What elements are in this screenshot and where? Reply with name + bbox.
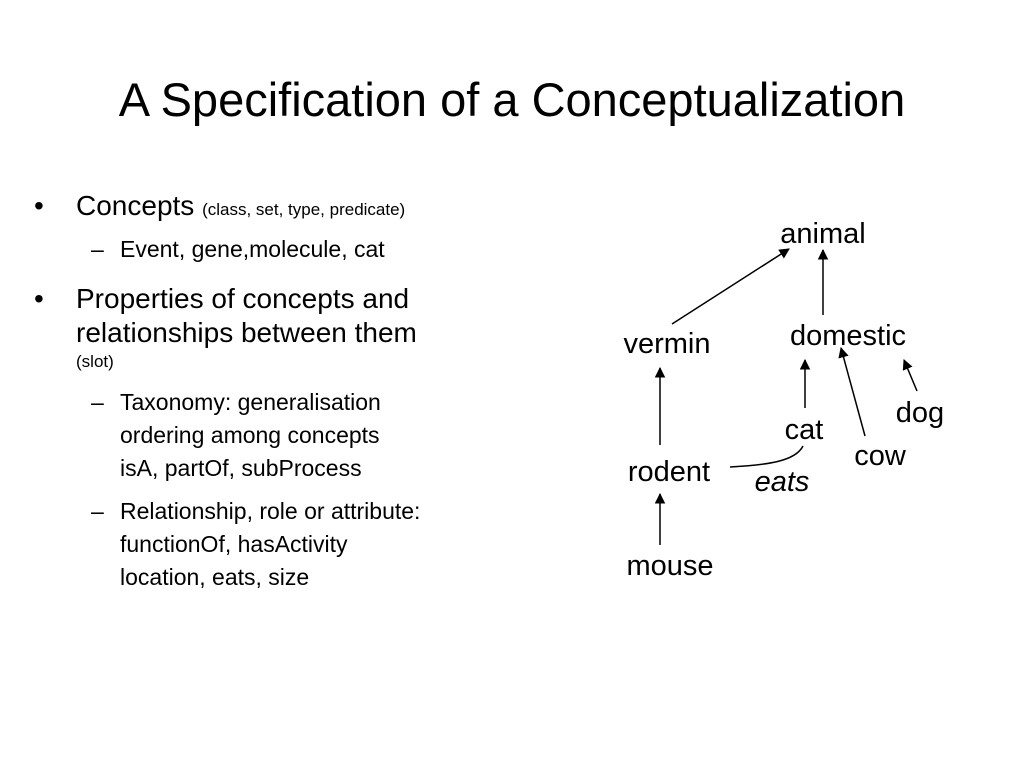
node-mouse: mouse (626, 550, 713, 582)
edge-rodent-eats-cat (729, 445, 804, 468)
bullet-properties-note: (slot) (76, 352, 114, 371)
subbullet-taxonomy-line3: isA, partOf, subProcess (120, 455, 362, 481)
subbullet-relationship-line1: Relationship, role or attribute: (120, 498, 421, 524)
bullet-properties-line2: relationships between them (76, 317, 417, 348)
node-cat: cat (785, 414, 824, 446)
subbullet-concepts-examples: – Event, gene,molecule, cat (34, 233, 514, 266)
node-vermin: vermin (623, 328, 710, 360)
node-animal: animal (780, 218, 865, 250)
bullet-concepts-note: (class, set, type, predicate) (202, 200, 406, 219)
bullet-concepts-label: Concepts (76, 190, 195, 221)
bullet-list: • Concepts (class, set, type, predicate)… (34, 189, 514, 594)
bullet-properties: • Properties of concepts and relationshi… (34, 282, 514, 374)
subbullet-taxonomy: – Taxonomy: generalisation ordering amon… (34, 386, 514, 485)
edge-label-eats: eats (755, 466, 810, 498)
node-rodent: rodent (628, 456, 710, 488)
subbullet-concepts-text: Event, gene,molecule, cat (120, 236, 385, 262)
node-cow: cow (854, 440, 907, 472)
bullet-properties-line1: Properties of concepts and (76, 283, 410, 314)
subbullet-relationship-line2: functionOf, hasActivity (120, 531, 348, 557)
subbullet-relationship: – Relationship, role or attribute: funct… (34, 495, 514, 594)
subbullet-taxonomy-line2: ordering among concepts (120, 422, 380, 448)
edge-dog-domestic (902, 359, 918, 392)
slide-title: A Specification of a Conceptualization (118, 73, 906, 126)
bullet-marker: • (34, 190, 44, 221)
subbullet-taxonomy-line1: Taxonomy: generalisation (120, 389, 381, 415)
node-dog: dog (896, 397, 944, 429)
bullet-concepts: • Concepts (class, set, type, predicate) (34, 189, 514, 227)
edge-vermin-animal (671, 248, 790, 325)
subbullet-relationship-line3: location, eats, size (120, 564, 310, 590)
bullet-marker: • (34, 283, 44, 314)
subbullet-marker: – (91, 236, 104, 262)
node-domestic: domestic (790, 320, 906, 352)
edge-cow-domestic (838, 346, 866, 437)
subbullet-marker: – (91, 498, 104, 524)
subbullet-marker: – (91, 389, 104, 415)
